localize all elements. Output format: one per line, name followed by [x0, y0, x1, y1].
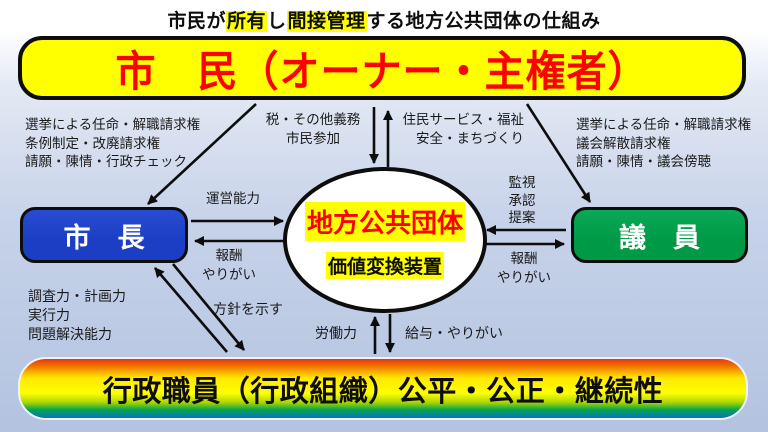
mayor-to-staff-label: 方針を示す: [213, 301, 283, 317]
org-to-citizens-line: 安全・まちづくり: [416, 130, 524, 146]
staff-banner: 行政職員（行政組織）公平・公正・継続性: [18, 357, 748, 420]
org-to-council-line: やりがい: [497, 269, 551, 285]
citizen-rights-council-line: 議会解散請求権: [576, 135, 671, 151]
org-to-council-label: 報酬 やりがい: [489, 250, 559, 287]
organization-ellipse: 地方公共団体 価値変換装置: [283, 167, 487, 313]
mayor-box-label: 市 長: [63, 222, 145, 253]
mayor-abilities-line: 問題解決能力: [28, 326, 112, 342]
mayor-abilities-list: 調査力・計画力 実行力 問題解決能力: [28, 287, 126, 344]
citizens-to-org-label: 税・その他義務 市民参加: [254, 111, 372, 148]
council-to-org-line: 監視: [508, 175, 536, 190]
mayor-abilities-line: 実行力: [28, 307, 70, 323]
org-to-mayor-label: 報酬 やりがい: [194, 247, 264, 284]
slide-title: 市民が所有し間接管理する地方公共団体の仕組み: [0, 6, 768, 33]
citizen-rights-mayor-line: 請願・陳情・行政チェック: [25, 154, 187, 169]
citizens-banner: 市 民（オーナー・主権者）: [18, 36, 746, 100]
council-box-label: 議 員: [619, 222, 700, 253]
council-to-org-label: 監視 承認 提案: [494, 174, 550, 227]
council-to-org-line: 承認: [508, 192, 536, 208]
org-to-staff-label: 給与・やりがい: [405, 325, 503, 341]
council-to-org-line: 提案: [508, 210, 536, 225]
citizen-rights-mayor-line: 選挙による任命・解職請求権: [25, 117, 201, 132]
org-to-mayor-line: 報酬: [215, 248, 243, 263]
council-box: 議 員: [571, 207, 748, 263]
title-highlight-own: 所有: [225, 11, 267, 32]
title-text: 市民が: [167, 11, 226, 32]
mayor-box: 市 長: [20, 207, 188, 263]
citizen-rights-council-line: 請願・陳情・議会傍聴: [576, 154, 711, 169]
citizens-to-org-line: 税・その他義務: [265, 112, 361, 127]
staff-to-org-label: 労働力: [315, 325, 357, 341]
mayor-abilities-line: 調査力・計画力: [28, 288, 126, 304]
org-to-citizens-label: 住民サービス・福祉 安全・まちづくり: [392, 111, 525, 148]
title-text: する地方公共団体の仕組み: [366, 11, 601, 32]
title-highlight-indirect-manage: 間接管理: [286, 11, 367, 32]
citizen-rights-council-list: 選挙による任命・解職請求権 議会解散請求権 請願・陳情・議会傍聴: [576, 116, 751, 172]
organization-subtitle: 価値変換装置: [325, 251, 444, 279]
title-text: し: [266, 11, 287, 32]
mayor-to-org-label: 運営能力: [206, 191, 260, 206]
citizens-banner-label: 市 民（オーナー・主権者）: [115, 49, 649, 96]
org-to-mayor-line: やりがい: [202, 266, 256, 282]
citizen-rights-council-line: 選挙による任命・解職請求権: [576, 117, 752, 132]
citizens-to-org-line: 市民参加: [286, 130, 340, 146]
org-to-citizens-line: 住民サービス・福祉: [402, 112, 525, 127]
org-to-council-line: 報酬: [510, 251, 538, 266]
citizen-rights-mayor-line: 条例制定・改廃請求権: [25, 135, 160, 151]
citizen-rights-mayor-list: 選挙による任命・解職請求権 条例制定・改廃請求権 請願・陳情・行政チェック: [25, 116, 200, 172]
organization-name: 地方公共団体: [304, 201, 465, 241]
staff-banner-label: 行政職員（行政組織）公平・公正・継続性: [102, 375, 664, 408]
